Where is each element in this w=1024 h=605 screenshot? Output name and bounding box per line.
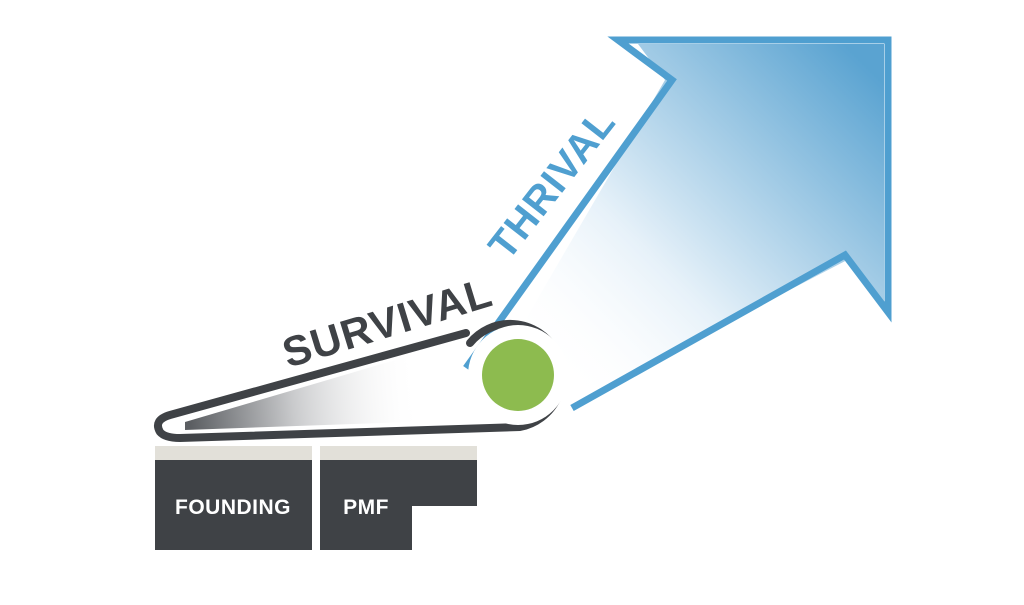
- pmf-label: PMF: [343, 496, 389, 519]
- founding-block: [155, 460, 312, 550]
- pmf-block: [320, 460, 477, 550]
- thrival-arrow: [463, 36, 892, 412]
- survival-lever-fill: [185, 338, 520, 430]
- founding-ledge: [155, 446, 312, 460]
- thrival-arrow-outline: [463, 36, 892, 412]
- founding-label: FOUNDING: [175, 496, 291, 519]
- pmf-ledge: [320, 446, 477, 460]
- stage-blocks: FOUNDING PMF: [155, 446, 477, 550]
- pivot-circle: [482, 339, 554, 411]
- thrival-arrow-fill: [488, 44, 884, 402]
